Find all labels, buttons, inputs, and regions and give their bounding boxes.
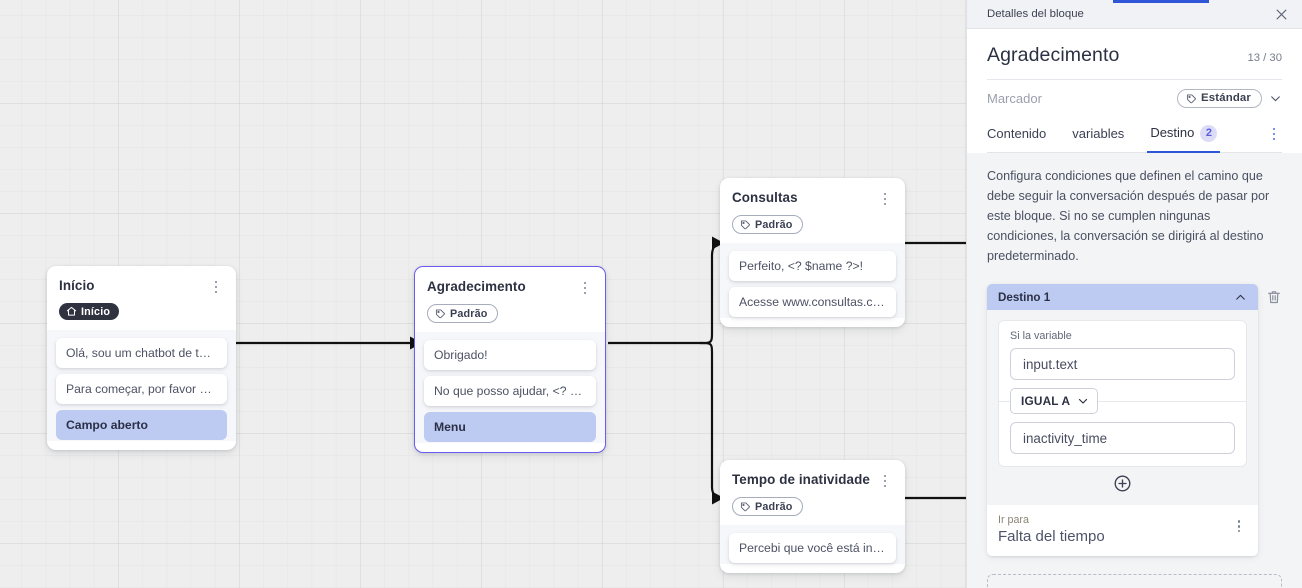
node-bubble[interactable]: Percebi que você está inativo. C... [729,533,896,563]
node-tag-badge: Padrão [732,497,803,516]
node-tag-label: Padrão [450,307,488,320]
node-header: Tempo de inatividade [720,460,905,490]
tab-label: Destino [1150,125,1195,140]
node-tag-label: Padrão [755,500,793,513]
chevron-up-icon[interactable] [1234,291,1247,304]
flow-node-tempo-de-inatividade[interactable]: Tempo de inatividade Padrão Percebi que … [720,460,905,573]
operator-row: IGUAL A [999,386,1246,416]
node-title: Agradecimento [427,279,526,294]
tab-variables[interactable]: variables [1072,117,1124,151]
node-tag-badge: Padrão [732,215,803,234]
marcador-row: Marcador Estándar [987,80,1282,116]
helper-text: Configura condiciones que definen el cam… [987,169,1270,263]
destination-body: Si la variable input.text IGUAL A inacti… [987,310,1258,506]
flow-node-consultas[interactable]: Consultas Padrão Perfeito, <? $name ?>! … [720,178,905,327]
block-title-row: Agradecimento 13 / 30 [987,29,1282,67]
node-bubble[interactable]: Olá, sou um chatbot de teste! [56,338,227,368]
operator-value: IGUAL A [1021,394,1071,409]
node-header: Agradecimento [415,267,605,297]
condition-box: Si la variable input.text IGUAL A inacti… [998,320,1247,468]
chevron-down-icon [1079,399,1088,405]
goto-label: Ir para [998,514,1029,527]
chevron-down-icon[interactable] [1269,92,1282,105]
goto-value: Falta del tiempo [998,528,1105,546]
destination-header[interactable]: Destino 1 [987,284,1258,311]
tag-icon [1187,93,1196,103]
destination-row: Destino 1 Si la variable input.text [987,284,1282,557]
node-bubble[interactable]: Para começar, por favor digite o ... [56,374,227,404]
flow-canvas[interactable]: Início Início Olá, sou um chatbot de tes… [0,0,966,588]
node-bubble[interactable]: Acesse www.consultas.com par... [729,287,896,317]
marcador-control[interactable]: Estándar [1177,88,1282,108]
add-condition-row [998,467,1247,497]
node-menu-icon[interactable] [877,472,893,490]
goto-text: Ir para Falta del tiempo [998,514,1105,545]
node-menu-icon[interactable] [208,278,224,296]
panel-header-area: Agradecimento 13 / 30 Marcador Estándar [967,29,1302,153]
trash-icon[interactable] [1266,284,1282,310]
kebab-menu-icon[interactable] [1231,514,1247,533]
operator-select[interactable]: IGUAL A [1010,388,1099,415]
loading-progress-bar [1113,0,1209,3]
node-bubble-highlighted[interactable]: Menu [424,412,596,442]
node-bubble[interactable]: Perfeito, <? $name ?>! [729,251,896,281]
node-tag-badge: Padrão [427,304,498,323]
home-icon [66,306,77,316]
node-title: Tempo de inatividade [732,472,870,487]
panel-tabs: Contenido variables Destino 2 [987,116,1282,153]
close-icon[interactable] [1274,7,1289,22]
node-bubbles: Perfeito, <? $name ?>! Acesse www.consul… [720,243,905,318]
flow-node-inicio[interactable]: Início Início Olá, sou um chatbot de tes… [47,266,236,450]
divider [999,401,1246,403]
tab-badge: 2 [1200,125,1218,142]
compare-value-input[interactable]: inactivity_time [1010,422,1235,455]
node-menu-icon[interactable] [577,279,593,297]
panel-topbar: Detalles del bloque [967,0,1302,29]
variable-input[interactable]: input.text [1010,348,1235,381]
add-destination-button[interactable]: Agregar destino [987,574,1282,588]
node-title: Consultas [732,190,798,205]
destination-card: Destino 1 Si la variable input.text [987,284,1258,557]
node-bubble[interactable]: Obrigado! [424,340,596,370]
tab-destino[interactable]: Destino 2 [1147,116,1221,153]
tag-icon [740,220,750,230]
marcador-value: Estándar [1201,92,1251,104]
node-menu-icon[interactable] [877,190,893,208]
node-tag-badge: Início [59,303,120,320]
panel-content: Configura condiciones que definen el cam… [967,153,1302,588]
tab-label: Contenido [987,126,1047,141]
node-bubbles: Obrigado! No que posso ajudar, <? $name … [415,332,605,443]
tag-icon [435,309,445,319]
marcador-badge[interactable]: Estándar [1177,88,1262,108]
node-bubbles: Percebi que você está inativo. C... [720,525,905,564]
flow-node-agradecimento[interactable]: Agradecimento Padrão Obrigado! No que po… [414,266,606,453]
node-header: Consultas [720,178,905,208]
goto-section[interactable]: Ir para Falta del tiempo [987,505,1258,557]
node-tag-label: Início [81,305,111,318]
plus-circle-icon[interactable] [1113,474,1132,493]
kebab-menu-icon[interactable] [1266,125,1282,143]
node-header: Início [47,266,236,296]
node-bubble-highlighted[interactable]: Campo aberto [56,410,227,440]
tag-icon [740,502,750,512]
panel-topbar-title: Detalles del bloque [987,8,1084,20]
block-details-panel: Detalles del bloque Agradecimento 13 / 3… [966,0,1302,588]
tab-label: variables [1072,126,1125,141]
marcador-label: Marcador [987,90,1042,106]
tab-contenido[interactable]: Contenido [987,117,1046,151]
divider [987,79,1282,80]
destination-label: Destino 1 [998,290,1051,304]
node-bubble[interactable]: No que posso ajudar, <? $name ... [424,376,596,406]
node-title: Início [59,278,95,293]
node-tag-label: Padrão [755,218,793,231]
page-title: Agradecimento [987,44,1120,66]
condition-label: Si la variable [1010,330,1072,343]
char-counter: 13 / 30 [1247,52,1282,64]
node-bubbles: Olá, sou um chatbot de teste! Para começ… [47,330,236,441]
